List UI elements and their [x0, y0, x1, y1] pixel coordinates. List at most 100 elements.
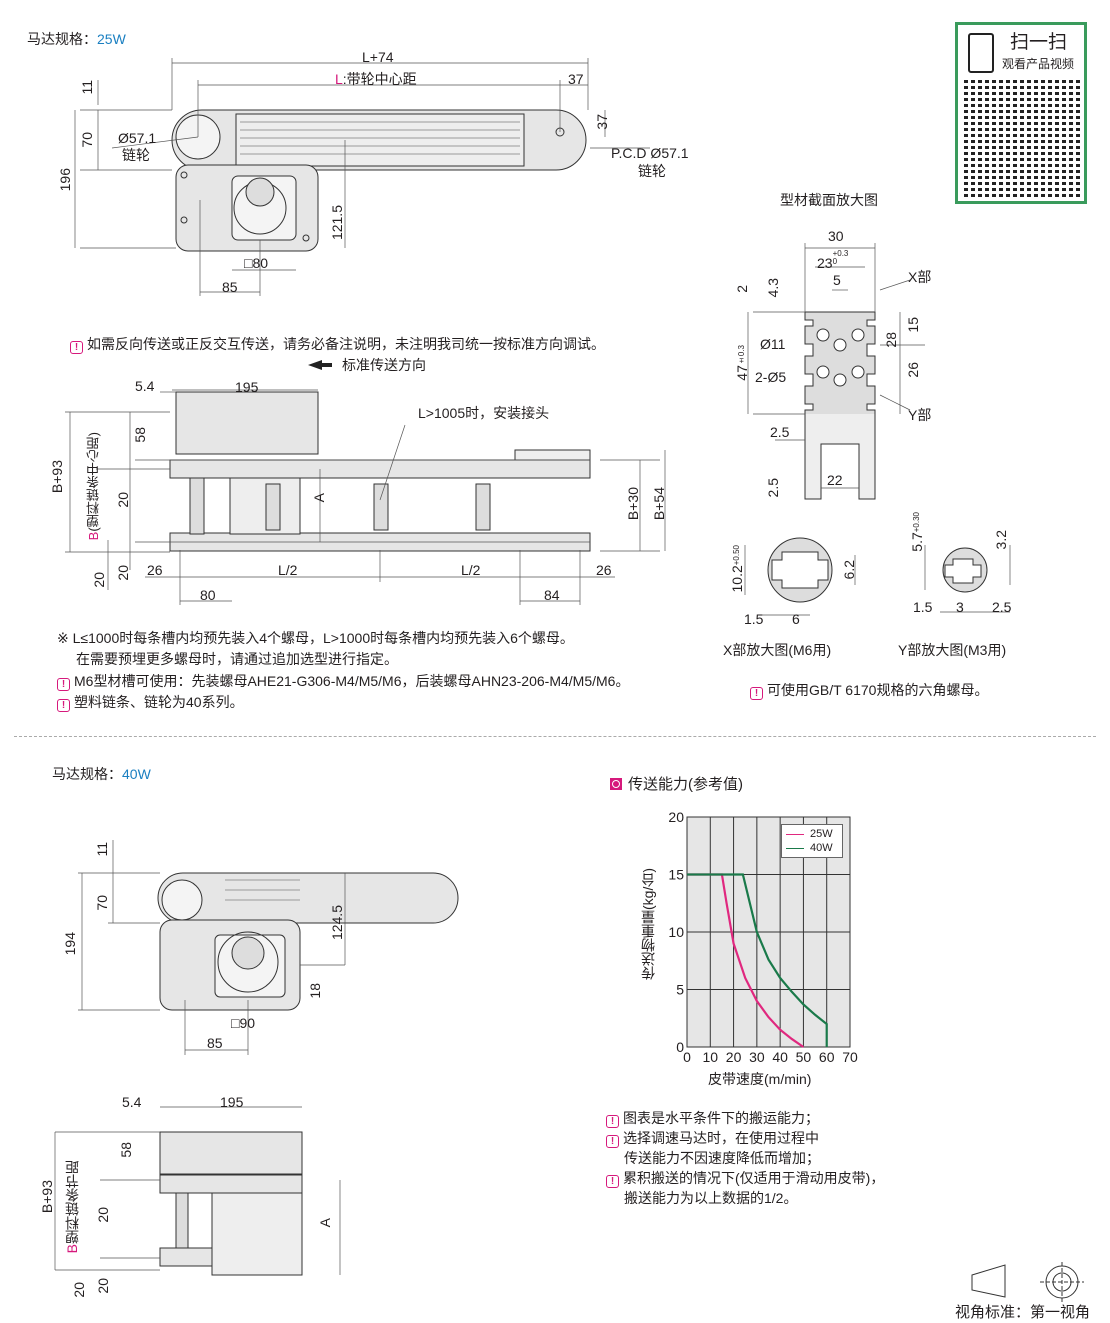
note-chain: ! 塑料链条、链轮为40系列。 [57, 695, 244, 712]
dim-2-d5: 2-Ø5 [755, 369, 787, 385]
dim-11: 11 [79, 80, 95, 95]
dim2-b-pitch: B塑料链条节距 [64, 1160, 80, 1253]
dim2-5-4: 5.4 [122, 1094, 142, 1110]
warning-icon: ! [750, 687, 763, 700]
chart-ylabel: 传送物重量(kg/台) [640, 868, 656, 980]
dim2-85: 85 [207, 1035, 223, 1051]
motor-spec-label: 马达规格： [52, 766, 122, 782]
top-view-40w [78, 840, 459, 1055]
direction-note: !如需反向传送或正反交互传送，请务必备注说明，未注明我司统一按标准方向调试。 [70, 337, 605, 354]
x-dim-6-2: 6.2 [841, 560, 857, 580]
dim2-20a: 20 [95, 1207, 111, 1223]
pcd-label: 链轮 [638, 163, 666, 179]
dim-70: 70 [79, 132, 95, 148]
sprocket-label: 链轮 [122, 147, 150, 163]
motor-spec-value: 40W [122, 766, 151, 782]
y-dim-2-5: 2.5 [992, 599, 1012, 615]
dim-26: 26 [905, 362, 921, 378]
tol-upper: +0.3 [832, 249, 849, 258]
tol-lower: 0 [832, 257, 838, 266]
series-line-40w [687, 873, 828, 1047]
profile-title: 型材截面放大图 [780, 192, 878, 208]
nut-note-text: 可使用GB/T 6170规格的六角螺母。 [767, 682, 989, 698]
b-prefix: B [86, 531, 101, 541]
dim-37b: 37 [594, 114, 610, 130]
phone-icon [968, 33, 994, 73]
top-view-25w [74, 58, 650, 296]
dim2-58: 58 [118, 1142, 134, 1158]
motor-spec-value: 25W [97, 31, 126, 47]
motor-spec-25w: 马达规格：25W [27, 32, 126, 46]
note-chain-text: 塑料链条、链轮为40系列。 [74, 694, 244, 710]
warning-icon: ! [57, 699, 70, 712]
direction-arrow-icon [308, 360, 332, 370]
dim-58: 58 [132, 427, 148, 443]
b-label: 塑料链条节距 [64, 1160, 80, 1244]
dim-22: 22 [827, 472, 843, 488]
dim-5: 5 [833, 272, 841, 288]
x-tick-label: 0 [683, 1049, 691, 1065]
dim-28: 28 [883, 332, 899, 348]
y-dim-value: 5.7 [909, 532, 925, 552]
dim2-a: A [317, 1218, 333, 1228]
qr-subtitle: 观看产品视频 [1002, 57, 1075, 71]
note-m6-text: M6型材槽可使用：先装螺母AHE21-G306-M4/M5/M6，后装螺母AHN… [74, 673, 630, 689]
dim2-124-5: 124.5 [329, 905, 345, 941]
warning-icon: ! [70, 341, 83, 354]
dim-2-5a: 2.5 [770, 424, 790, 440]
x-dim-value: 10.2 [729, 565, 745, 593]
dim-47-tol: ±0.3 [737, 345, 746, 366]
direction-label: 标准传送方向 [342, 357, 426, 373]
cap-note-1: !图表是水平条件下的搬运能力； [606, 1111, 819, 1128]
dim-l-center: L:带轮中心距 [335, 72, 417, 86]
motor-spec-40w: 马达规格：40W [52, 767, 151, 781]
x-dim-10-2: 10.2+0.50 [729, 545, 745, 593]
dim-26b: 26 [596, 562, 612, 578]
dim-37a: 37 [568, 71, 584, 87]
cap-note-4: !累积搬送的情况下(仅适用于滑动用皮带)， [606, 1171, 884, 1188]
dim2-195: 195 [220, 1094, 244, 1110]
legend-swatch [786, 847, 804, 849]
dim2-20c: 20 [95, 1278, 111, 1294]
x-detail-caption: X部放大图(M6用) [723, 642, 832, 658]
x-tick-label: 10 [702, 1049, 718, 1065]
first-angle-projection-icon [971, 1262, 1084, 1302]
dim-23-value: 23 [817, 255, 833, 271]
b-label: (塑料链条中心距) [86, 432, 101, 532]
dim-20c: 20 [115, 565, 131, 581]
dim-195: 195 [235, 379, 259, 395]
y-detail-drawing [924, 545, 1011, 613]
qr-code-image [964, 79, 1080, 197]
dim2-20b: 20 [71, 1282, 87, 1298]
dim2-18: 18 [307, 983, 323, 999]
joint-note: L>1005时，安装接头 [418, 405, 550, 421]
y-tick-label: 20 [668, 809, 684, 825]
series-line-25w [687, 873, 805, 1048]
legend-swatch [786, 833, 804, 835]
dim-47-value: 47 [734, 365, 750, 381]
section-divider [14, 736, 1096, 737]
cap-note-5: 搬送能力为以上数据的1/2。 [624, 1190, 798, 1206]
dim-b-pitch: B(塑料链条中心距) [86, 432, 101, 541]
dim-2-5b: 2.5 [765, 478, 781, 498]
qr-code-panel[interactable]: 扫一扫 观看产品视频 [955, 22, 1087, 204]
y-tick-label: 0 [676, 1039, 684, 1055]
cap-note-4-text: 累积搬送的情况下(仅适用于滑动用皮带)， [623, 1170, 885, 1186]
y-tick-label: 5 [676, 982, 684, 998]
dim-20b: 20 [91, 572, 107, 588]
y-dim-1-5: 1.5 [913, 599, 933, 615]
dim-26a: 26 [147, 562, 163, 578]
capacity-title-text: 传送能力(参考值) [628, 776, 743, 793]
qr-title: 扫一扫 [1010, 32, 1068, 53]
dim-20a: 20 [115, 492, 131, 508]
dim-sq80: □80 [244, 255, 269, 271]
side-view-25w [65, 389, 666, 605]
dim2-11: 11 [94, 842, 110, 857]
dim-d11: Ø11 [760, 336, 786, 352]
dim2-194: 194 [62, 932, 78, 956]
view-standard: 视角标准：第一视角 [955, 1304, 1091, 1321]
x-dim-6: 6 [792, 611, 800, 627]
dim-2: 2 [734, 285, 750, 293]
